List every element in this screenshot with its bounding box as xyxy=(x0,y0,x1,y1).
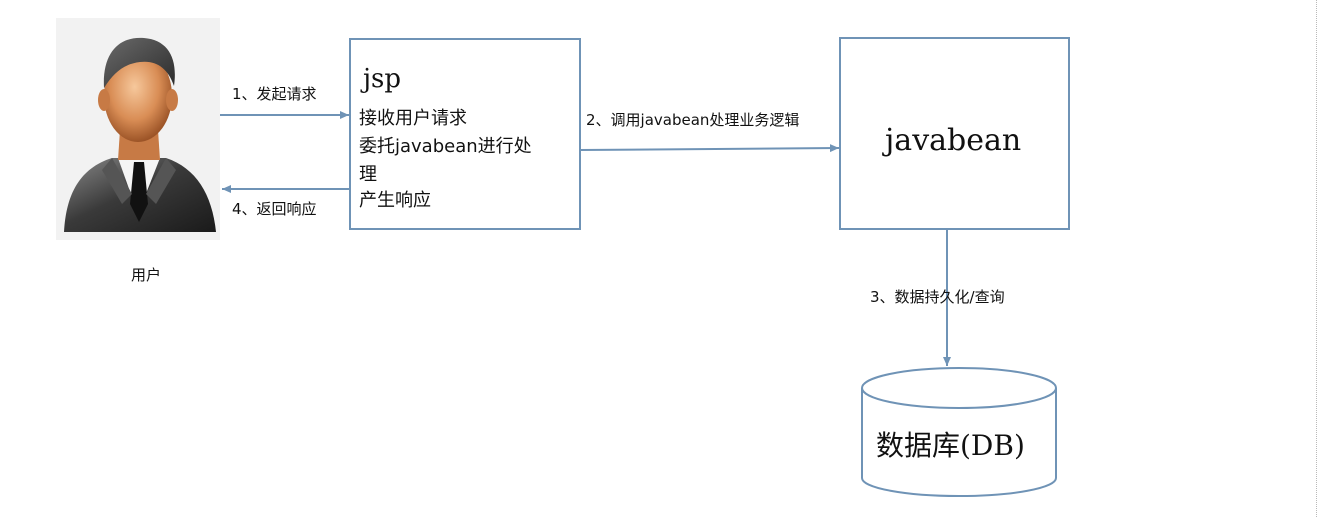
jsp-line-1: 接收用户请求 xyxy=(359,108,467,129)
jsp-title: jsp xyxy=(363,64,402,94)
jsp-line-3: 理 xyxy=(359,164,377,185)
call-javabean-label: 2、调用javabean处理业务逻辑 xyxy=(586,111,800,129)
user-label: 用户 xyxy=(131,266,162,284)
response-label: 4、返回响应 xyxy=(232,200,317,218)
business-person-icon xyxy=(64,37,216,232)
javabean-title: javabean xyxy=(885,123,1022,158)
persist-query-label: 3、数据持久化/查询 xyxy=(870,288,1005,306)
arrow-call-javabean xyxy=(579,144,840,153)
database-cylinder xyxy=(861,367,1057,497)
request-label: 1、发起请求 xyxy=(232,85,317,103)
javabean-node: javabean xyxy=(839,37,1070,230)
page-edge-divider xyxy=(1316,0,1317,517)
user-avatar xyxy=(56,18,220,240)
jsp-line-4: 产生响应 xyxy=(359,190,431,211)
jsp-node: jsp 接收用户请求 委托javabean进行处 理 产生响应 xyxy=(349,38,581,230)
database-title: 数据库(DB) xyxy=(876,429,1025,462)
jsp-line-2: 委托javabean进行处 xyxy=(359,136,532,157)
